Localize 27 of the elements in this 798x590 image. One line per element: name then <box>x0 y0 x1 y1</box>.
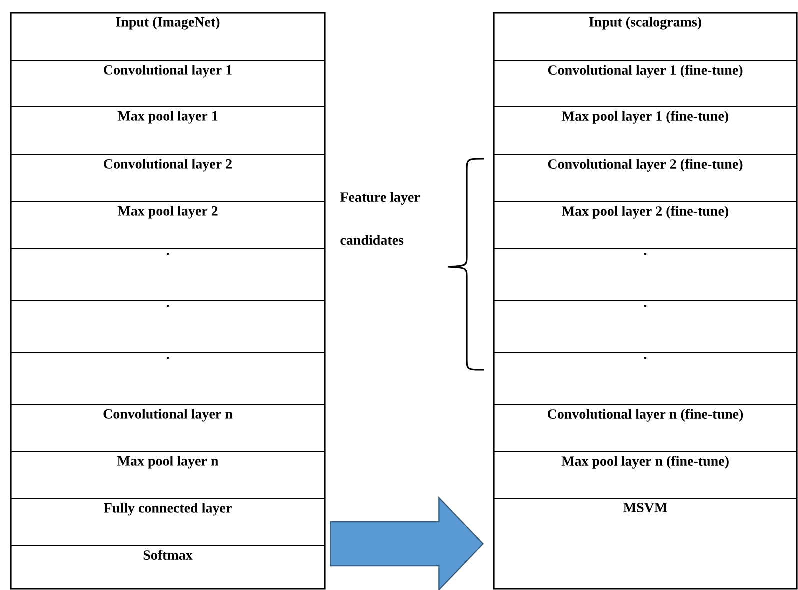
layer-cell: Max pool layer 1 (fine-tune) <box>494 106 798 156</box>
node-label: Input (ImageNet) <box>116 16 220 30</box>
layer-cell: Convolutional layer n <box>10 404 326 452</box>
layer-cell: Convolutional layer 2 (fine-tune) <box>494 154 798 202</box>
block-arrow <box>330 496 484 590</box>
layer-cell: Convolutional layer 2 <box>10 154 326 202</box>
layer-cell: Softmax <box>10 546 326 590</box>
layer-cell: Max pool layer 2 (fine-tune) <box>494 202 798 250</box>
bracket-label: Feature layer candidates <box>340 192 420 246</box>
layer-cell: Max pool layer n <box>10 452 326 500</box>
layer-cell: Convolutional layer n (fine-tune) <box>494 404 798 452</box>
layer-cell: . <box>494 300 798 354</box>
layer-cell: . <box>494 248 798 302</box>
layer-cell: Max pool layer n (fine-tune) <box>494 452 798 500</box>
layer-cell: . <box>10 352 326 406</box>
layer-cell: MSVM <box>494 498 798 590</box>
layer-cell: Convolutional layer 1 <box>10 60 326 108</box>
layer-cell: Convolutional layer 1 (fine-tune) <box>494 60 798 108</box>
layer-cell: Max pool layer 2 <box>10 202 326 250</box>
layer-cell: Fully connected layer <box>10 498 326 546</box>
layer-cell: Max pool layer 1 <box>10 106 326 156</box>
node-label: Input (scalograms) <box>589 16 702 30</box>
layer-cell: . <box>10 300 326 354</box>
table-frame <box>493 12 798 590</box>
layer-cell: . <box>10 248 326 302</box>
table-frame <box>10 12 326 590</box>
layer-cell: . <box>494 352 798 406</box>
